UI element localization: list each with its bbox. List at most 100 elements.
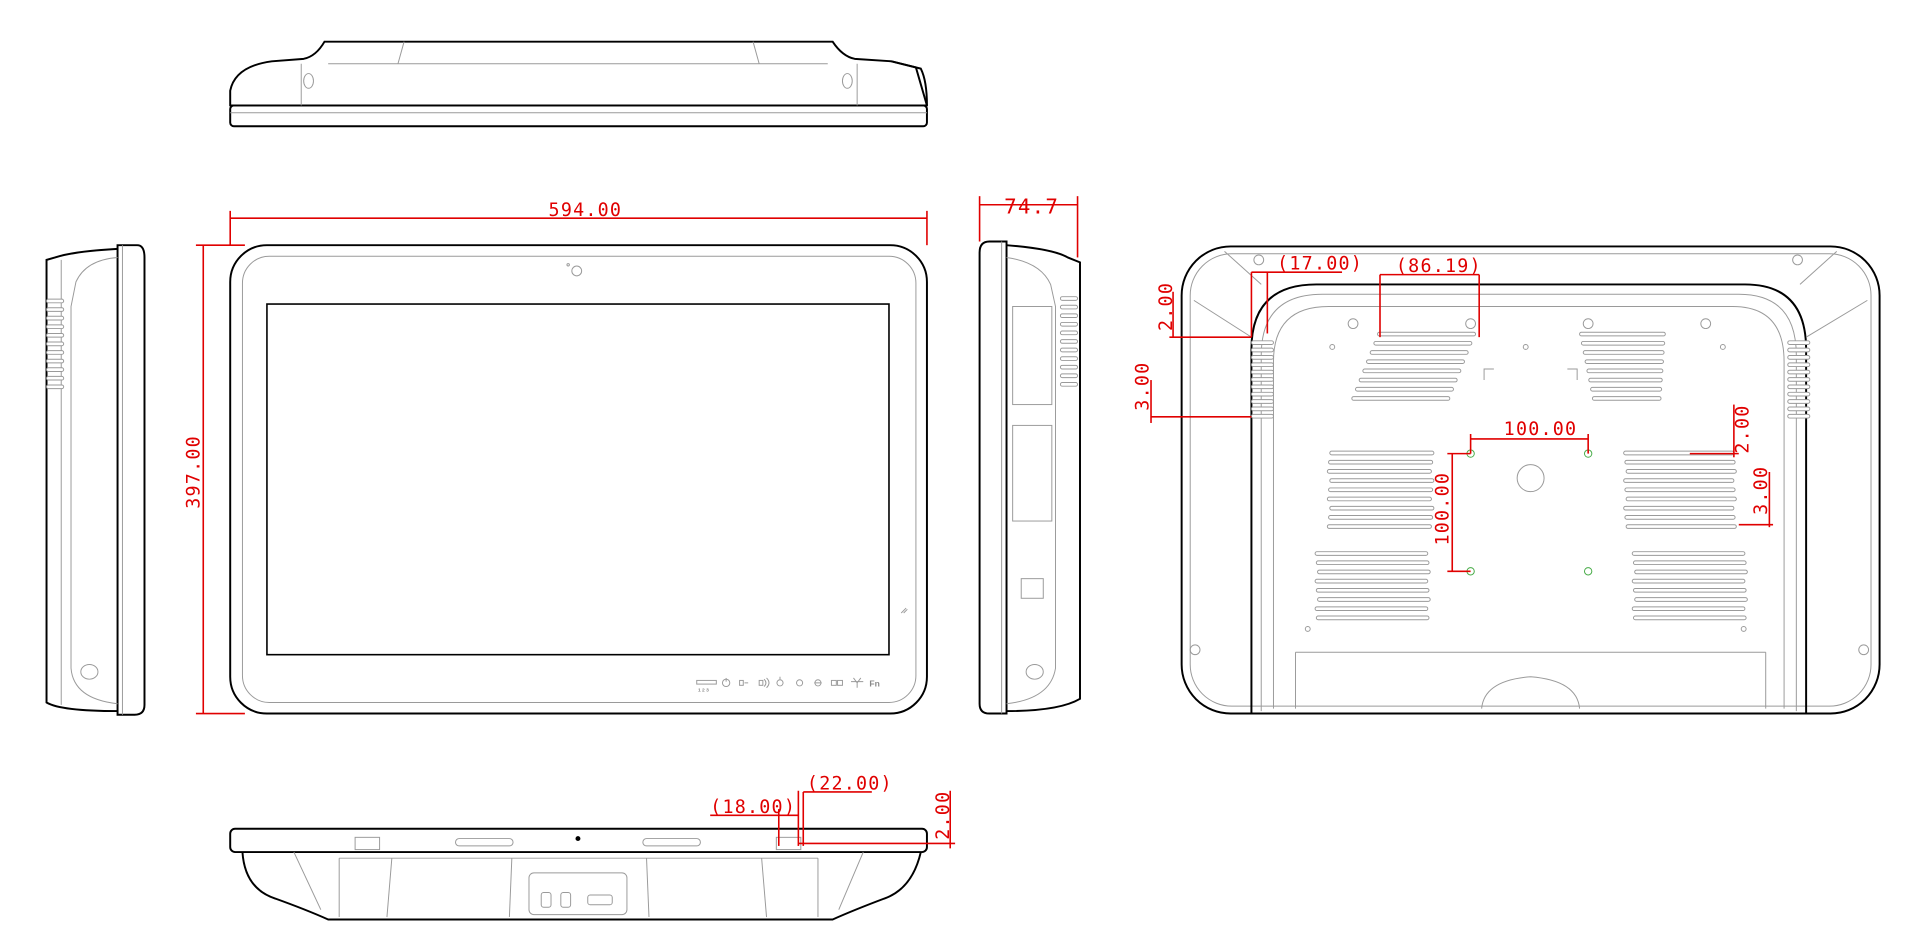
dimension-depth: 74.7 [1004,194,1059,218]
dimension-bottom-b: (22.00) [807,774,893,795]
dimension-back-gap-left-2: 3.00 [1133,362,1154,411]
vent-slot [46,307,65,312]
vent-slot [46,341,65,347]
vent-slot [46,367,65,372]
fan-icon[interactable] [851,677,864,688]
vent-slot [1250,362,1274,368]
vent-slot [1329,505,1435,511]
vent-slot [1059,321,1079,327]
dimension-height: 397.00 [184,435,205,509]
vent-slot [1625,496,1737,502]
vent-slot [1351,396,1451,401]
camera-icon [571,265,583,277]
vent-slot [1624,487,1736,493]
vent-slot [1326,496,1432,502]
vent-slot [1314,578,1429,584]
dual-display-icon[interactable] [830,679,843,686]
vent-slot [1059,364,1079,370]
vent-slot [1317,597,1431,602]
vent-slot [1358,377,1458,383]
vent-slot [1634,569,1748,575]
vent-slot [1362,368,1462,374]
front-view: 1 2 3 Fn 594.00 397.00 [184,200,928,715]
vent-slot [1787,347,1811,353]
vent-slot [1787,391,1811,397]
vent-slot [1624,515,1736,520]
center-hole [1516,464,1545,493]
vent-slot [1250,369,1274,375]
dimension-back-gap-left: 2.00 [1156,282,1177,331]
vent-slot [1366,359,1465,364]
vent-slot [1317,569,1431,575]
dimension-vesa-horizontal: 100.00 [1504,419,1578,440]
vent-slot [1250,406,1274,412]
vent-slot [1059,330,1079,336]
brightness-up-icon[interactable] [776,676,784,687]
vent-slot [1787,369,1811,375]
vent-slot [1590,386,1663,392]
bottom-view: (18.00) (22.00) 2.00 [229,774,956,921]
vent-slot [1059,296,1079,301]
vent-slot [1787,340,1811,345]
vent-slot [1315,560,1430,566]
vent-slot [1373,340,1473,346]
battery-indicator-icon: 1 2 3 [696,679,717,693]
vent-slot [1632,560,1747,566]
vent-slot [1329,478,1435,483]
vent-slot [1582,350,1665,355]
vent-slot [1586,368,1664,374]
vent-slot [1059,313,1079,319]
vent-slot [1328,515,1434,520]
vent-slot [1787,384,1811,390]
volume-down-icon[interactable] [739,679,749,686]
vent-slot [46,384,65,390]
volume-up-icon[interactable] [758,677,770,689]
dimension-width: 594.00 [549,200,623,221]
power-icon[interactable] [721,677,731,688]
vent-slot [46,358,65,364]
minus-icon[interactable] [814,679,822,687]
vent-slot [1625,524,1737,529]
vent-slot [1377,331,1476,337]
vent-slot [46,324,65,330]
vent-slot [1787,355,1811,360]
vent-slot [46,375,65,381]
vent-slot [1059,304,1079,310]
vent-slot [1250,399,1274,404]
vent-slot [1591,396,1662,401]
dimension-vent-width: (86.19) [1396,256,1482,277]
vent-slot [1632,615,1747,621]
vent-slot [1314,606,1429,612]
vent-slot [1787,362,1811,368]
vent-slot [1250,413,1274,419]
vent-slot [1369,350,1469,355]
vent-slot [1631,578,1746,584]
vent-slot [1250,347,1274,353]
svg-text:1 2 3: 1 2 3 [698,687,709,693]
fn-label[interactable]: Fn [869,679,879,689]
dimension-vesa-vertical: 100.00 [1433,472,1454,546]
vent-slot [1059,356,1079,361]
vent-slot [1623,505,1735,511]
dimension-bottom-a: (18.00) [710,797,796,818]
vent-slot [1059,382,1079,387]
vent-slot [46,298,65,304]
vent-slot [1787,399,1811,404]
vent-slot [1250,391,1274,397]
vent-slot [46,315,65,321]
vent-slot [1625,469,1737,474]
vent-slot [1787,413,1811,419]
brightness-down-icon[interactable] [796,679,804,687]
back-view: (17.00) (86.19) 2.00 3.00 2.00 3.00 100.… [1133,245,1881,715]
vent-slot [1059,373,1079,379]
vent-slot [1326,524,1432,529]
vent-slot [1624,459,1736,465]
vent-slot [1579,331,1666,337]
vent-slot [1329,450,1435,456]
top-view [229,40,928,128]
vent-slot [46,332,65,338]
vent-slot [1328,459,1434,465]
vent-slot [1250,384,1274,390]
